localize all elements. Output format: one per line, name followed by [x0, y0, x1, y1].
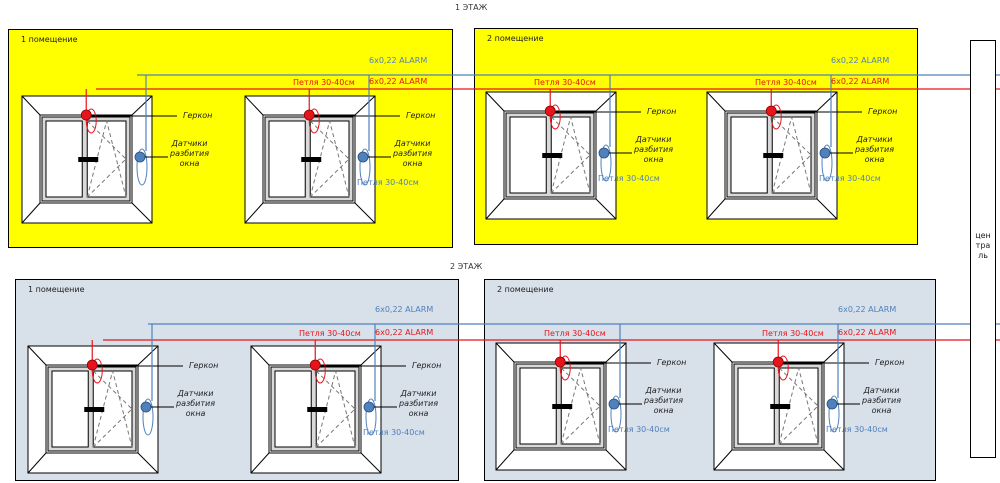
room-label: 1 помещение: [21, 35, 78, 44]
loop-length-label: Петля 30-40см: [357, 178, 419, 187]
sensor-label-line: Датчики: [863, 386, 900, 395]
sensor-label-line: разбития: [855, 145, 895, 154]
gerkon-label: Геркон: [189, 361, 219, 370]
loop-length-label: Петля 30-40см: [293, 78, 355, 87]
loop-length-label: Петля 30-40см: [534, 78, 596, 87]
loop-length-label: Петля 30-40см: [363, 428, 425, 437]
sensor-label-line: Датчики: [635, 135, 672, 144]
sensor-label-line: окна: [864, 155, 885, 164]
room-label: 2 помещение: [497, 285, 554, 294]
loop-length-label: Петля 30-40см: [608, 425, 670, 434]
sensor-label-line: окна: [871, 406, 892, 415]
loop-length-label: Петля 30-40см: [299, 329, 361, 338]
gerkon-label: Геркон: [647, 107, 677, 116]
loop-length-label: Петля 30-40см: [819, 174, 881, 183]
panel-line-2: тра: [975, 241, 991, 250]
sensor-label-line: разбития: [862, 396, 902, 405]
loop-length-label: Петля 30-40см: [762, 329, 824, 338]
cable-spec-label: 6х0,22 ALARM: [375, 328, 434, 337]
gerkon-label: Геркон: [183, 111, 213, 120]
sensor-label-line: Датчики: [394, 139, 431, 148]
gerkon-label: Геркон: [406, 111, 436, 120]
floor-2-title: 2 ЭТАЖ: [450, 262, 483, 271]
floor-1-title: 1 ЭТАЖ: [455, 3, 488, 12]
sensor-label-line: разбития: [399, 399, 439, 408]
sensor-label-line: Датчики: [400, 389, 437, 398]
central-panel: цен тра ль: [970, 40, 996, 458]
cable-spec-label: 6х0,22 ALARM: [838, 305, 897, 314]
loop-length-label: Петля 30-40см: [755, 78, 817, 87]
sensor-label-line: разбития: [644, 396, 684, 405]
gerkon-label: Геркон: [657, 358, 687, 367]
loop-length-label: Петля 30-40см: [598, 174, 660, 183]
sensor-label-line: окна: [653, 406, 674, 415]
sensor-label-line: разбития: [634, 145, 674, 154]
sensor-label-line: Датчики: [177, 389, 214, 398]
gerkon-label: Геркон: [868, 107, 898, 116]
sensor-label-line: окна: [185, 409, 206, 418]
sensor-label-line: разбития: [393, 149, 433, 158]
loop-length-label: Петля 30-40см: [826, 425, 888, 434]
gerkon-label: Геркон: [875, 358, 905, 367]
gerkon-label: Геркон: [412, 361, 442, 370]
panel-line-3: ль: [978, 251, 988, 260]
room-label: 1 помещение: [28, 285, 85, 294]
sensor-label-line: Датчики: [645, 386, 682, 395]
sensor-label-line: окна: [643, 155, 664, 164]
cable-spec-label: 6х0,22 ALARM: [838, 328, 897, 337]
sensor-label-line: окна: [402, 159, 423, 168]
sensor-label-line: Датчики: [171, 139, 208, 148]
cable-spec-label: 6х0,22 ALARM: [831, 77, 890, 86]
central-panel-label: цен тра ль: [971, 231, 995, 261]
sensor-label-line: разбития: [176, 399, 216, 408]
cable-spec-label: 6х0,22 ALARM: [375, 305, 434, 314]
sensor-label-line: окна: [408, 409, 429, 418]
sensor-label-line: разбития: [170, 149, 210, 158]
sensor-label-line: окна: [179, 159, 200, 168]
room-label: 2 помещение: [487, 34, 544, 43]
sensor-label-line: Датчики: [856, 135, 893, 144]
cable-spec-label: 6х0,22 ALARM: [369, 56, 428, 65]
cable-spec-label: 6х0,22 ALARM: [831, 56, 890, 65]
cable-spec-label: 6х0,22 ALARM: [369, 77, 428, 86]
panel-line-1: цен: [975, 231, 991, 240]
loop-length-label: Петля 30-40см: [544, 329, 606, 338]
